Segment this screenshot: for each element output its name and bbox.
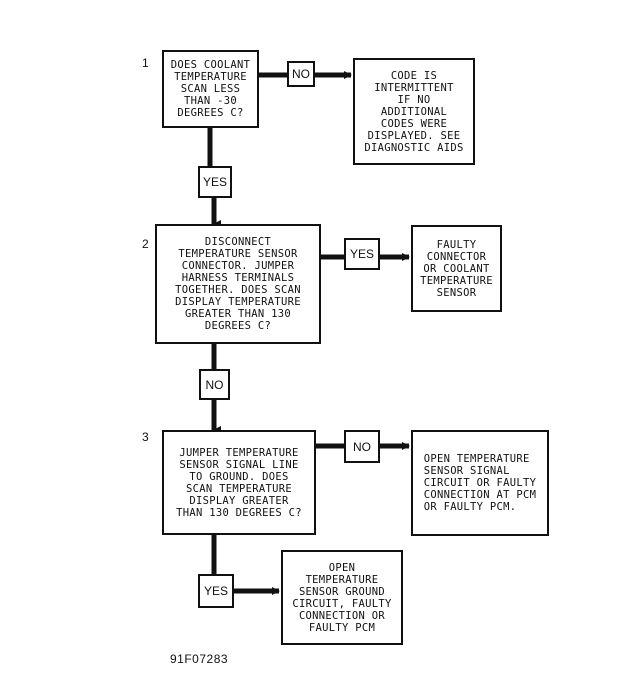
step3-result-box: OPEN TEMPERATURE SENSOR SIGNAL CIRCUIT O… [411, 430, 549, 536]
step3-question-box: JUMPER TEMPERATURE SENSOR SIGNAL LINE TO… [162, 430, 316, 535]
step3-yes-result-box: OPEN TEMPERATURE SENSOR GROUND CIRCUIT, … [281, 550, 403, 645]
step1-question-box: DOES COOLANT TEMPERATURE SCAN LESS THAN … [162, 50, 259, 128]
step-number-3: 3 [142, 430, 149, 444]
step1-branch-yes-label: YES [198, 166, 232, 198]
step-number-1: 1 [142, 56, 149, 70]
step2-branch-yes-label: YES [344, 238, 380, 270]
step3-branch-no-label: NO [344, 430, 380, 463]
step2-result-box: FAULTY CONNECTOR OR COOLANT TEMPERATURE … [411, 225, 502, 312]
step-number-2: 2 [142, 237, 149, 251]
step1-result-box: CODE IS INTERMITTENT IF NO ADDITIONAL CO… [353, 58, 475, 165]
figure-id: 91F07283 [170, 652, 229, 666]
step1-branch-no-label: NO [287, 61, 315, 87]
step2-branch-no-label: NO [199, 369, 230, 400]
step3-branch-yes-label: YES [198, 574, 234, 608]
step2-question-box: DISCONNECT TEMPERATURE SENSOR CONNECTOR.… [155, 224, 321, 344]
